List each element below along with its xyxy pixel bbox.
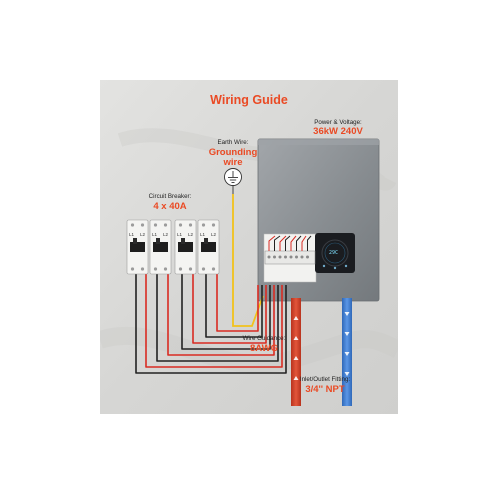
- supply-wires: [135, 274, 287, 374]
- fitting-value: 3/4'' NPT: [305, 384, 345, 395]
- earth-wire-label: Earth Wire:: [217, 139, 249, 146]
- power-value: 36kW 240V: [313, 126, 363, 137]
- circuit-breaker: [197, 219, 220, 275]
- wire-guidance-label: Wire Guidance:: [242, 335, 286, 342]
- circuit-breaker: [126, 219, 149, 275]
- internal-leads: [268, 235, 312, 251]
- cold-water-pipe: [342, 298, 352, 406]
- earth-wire-value-line1: Grounding: [208, 147, 258, 158]
- wire-guidance-value: 8AWG: [250, 343, 278, 354]
- ground-symbol-icon: [224, 168, 242, 194]
- display-readout: 29C: [329, 250, 339, 256]
- breaker-label: Circuit Breaker:: [148, 193, 192, 200]
- wiring-guide-panel: L1 L2 L1 L2 L1 L2 L1 L2 29C Wiring Guide…: [100, 80, 398, 414]
- hot-water-pipe: [291, 298, 301, 406]
- power-label: Power & Voltage:: [314, 119, 362, 126]
- breaker-2-l2-label: L2: [163, 232, 169, 237]
- circuit-breakers: [126, 219, 220, 275]
- earth-wire-value-line2: wire: [223, 157, 243, 168]
- breaker-value: 4 x 40A: [153, 201, 187, 212]
- breaker-4-l1-label: L1: [200, 232, 206, 237]
- fitting-label: Inlet/Outlet Fitting:: [299, 376, 351, 383]
- circuit-breaker: [174, 219, 197, 275]
- breaker-3-l1-label: L1: [177, 232, 183, 237]
- page-title: Wiring Guide: [210, 93, 288, 107]
- breaker-3-l2-label: L2: [188, 232, 194, 237]
- control-display: [315, 233, 355, 273]
- breaker-1-l2-label: L2: [140, 232, 146, 237]
- breaker-2-l1-label: L1: [152, 232, 158, 237]
- wiring-diagram: [100, 80, 398, 414]
- breaker-1-l1-label: L1: [129, 232, 135, 237]
- circuit-breaker: [149, 219, 172, 275]
- terminal-screws: [267, 255, 309, 259]
- breaker-4-l2-label: L2: [211, 232, 217, 237]
